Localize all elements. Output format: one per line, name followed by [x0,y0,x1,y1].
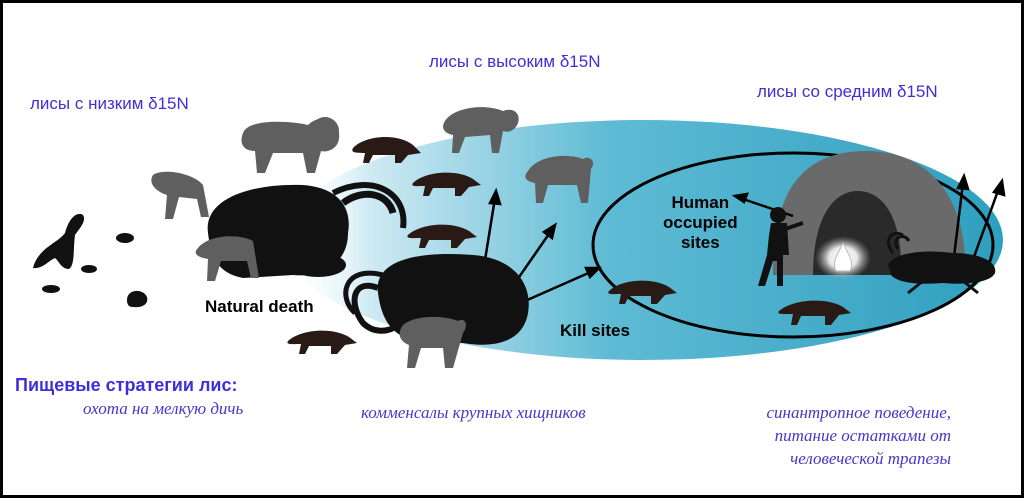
strategies-heading: Пищевые стратегии лис: [15,375,238,395]
fox-icon [608,280,677,304]
human-sites-label: Human occupied sites [663,193,738,253]
fire-icon [815,236,871,280]
wolf-icon [525,155,594,203]
strategy-commensal: комменсалы крупных хищников [361,403,586,422]
human-sites-ellipse [591,151,995,339]
fox-icon [352,137,421,163]
low-foxes-label: лисы с низким δ15N [30,94,189,113]
high-foxes-label: лисы с высоким δ15N [429,52,601,71]
human-hunter-icon [758,207,804,286]
fox-icon [287,330,357,354]
human-sites-line: sites [680,233,720,252]
wolf-icon [151,171,209,219]
wolf-icon [195,236,259,281]
strategy-synanthropic-line: человеческой трапезы [790,449,951,468]
hyena-icon [443,107,519,153]
wolf-icon [399,316,466,368]
fox-icon [778,300,851,325]
lion-icon [241,117,340,173]
kill-sites-label: Kill sites [560,321,630,340]
rodent-icon [42,233,148,308]
fox-icon [407,224,477,248]
mid-foxes-label: лисы со средним δ15N [757,82,938,101]
strategy-synanthropic-line: синантропное поведение, [766,403,951,422]
strategy-small-game: охота на мелкую дичь [83,399,244,418]
strategy-synanthropic: синантропное поведение, питание остаткам… [733,401,951,470]
fox-icon [412,172,481,196]
reindeer-icon [887,232,996,295]
diagram-canvas [33,107,1006,368]
human-sites-line: Human [671,193,730,212]
mink-icon [33,213,85,269]
natural-death-label: Natural death [205,297,314,316]
strategy-synanthropic-line: питание остатками от [774,426,951,445]
human-sites-line: occupied [663,213,738,232]
